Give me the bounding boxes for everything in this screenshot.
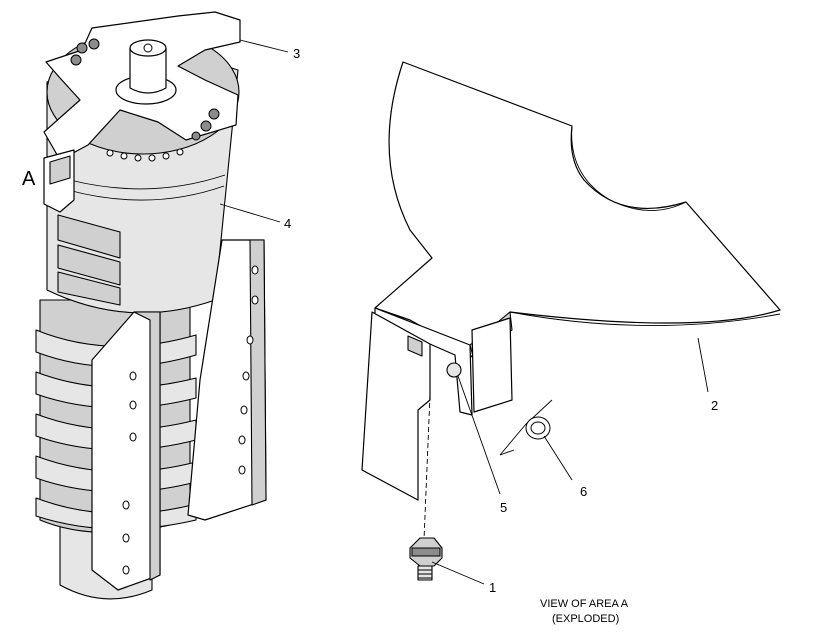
cylinder-assembly [35, 11, 267, 600]
leader-6 [543, 435, 573, 481]
view-caption-line2: (EXPLODED) [552, 613, 619, 625]
side-bracket-holes [238, 265, 259, 475]
leader-4 [219, 203, 281, 223]
assembly-line [423, 394, 431, 541]
exploded-view [361, 61, 781, 581]
leader-3 [239, 39, 289, 53]
callout-6: 6 [580, 484, 587, 499]
leader-2 [697, 337, 709, 393]
washer-6-inner [530, 421, 546, 435]
callout-3: 3 [293, 46, 300, 61]
bolt-1 [409, 537, 443, 581]
washer-5 [446, 362, 462, 378]
view-caption-line1: VIEW OF AREA A [540, 598, 629, 610]
leader-5 [457, 375, 501, 495]
callout-4: 4 [284, 216, 291, 231]
area-a-label: A [22, 168, 36, 190]
guard-side-tab [471, 317, 513, 413]
guard-plate [374, 61, 781, 359]
guard-lower-plate [361, 311, 431, 501]
bolt-ring [106, 148, 184, 162]
callout-5: 5 [500, 500, 507, 515]
callout-2: 2 [711, 398, 718, 413]
center-shaft [129, 47, 167, 94]
cap-bolts [70, 38, 220, 141]
leader-1 [431, 561, 485, 585]
front-bracket-holes [122, 371, 137, 575]
callout-1: 1 [489, 580, 496, 595]
